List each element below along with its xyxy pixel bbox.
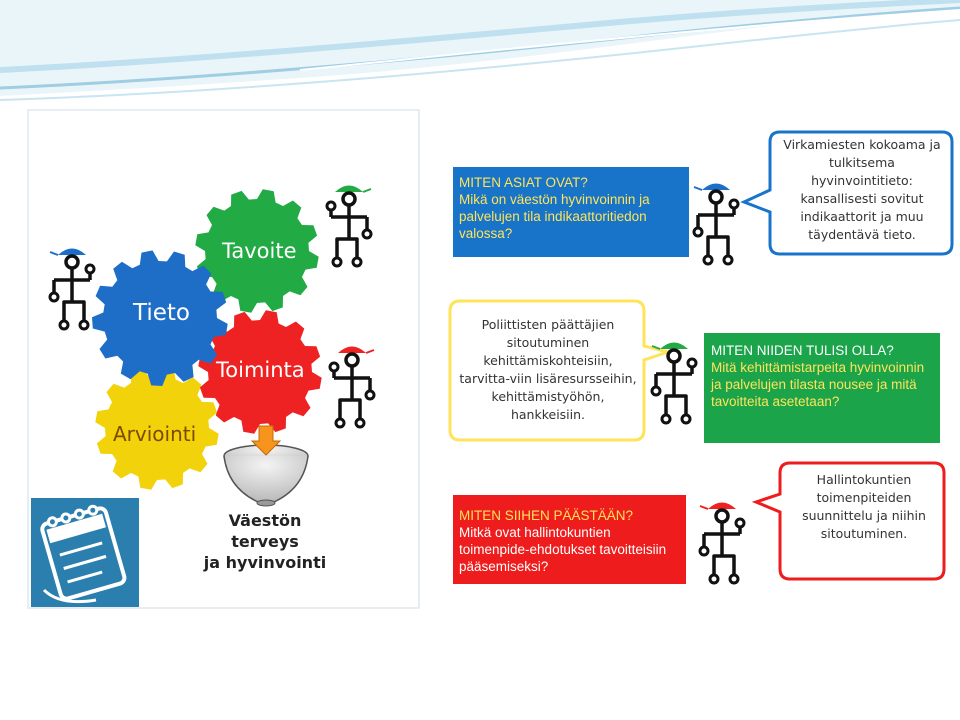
gear-label-arviointi: Arviointi bbox=[113, 422, 197, 446]
red-box-heading: MITEN SIIHEN PÄÄSTÄÄN? bbox=[459, 508, 634, 523]
top-wave-decoration bbox=[0, 0, 960, 101]
stick-figure-icon bbox=[48, 248, 96, 331]
funnel-icon bbox=[223, 444, 309, 507]
bubble-text-middle: Poliittisten päättäjien sitoutuminen keh… bbox=[459, 317, 637, 422]
red-question-box bbox=[453, 495, 686, 584]
green-question-box bbox=[704, 333, 940, 443]
arrow-down-icon bbox=[250, 425, 282, 456]
green-box-heading: MITEN NIIDEN TULISI OLLA? bbox=[711, 343, 894, 358]
gear-label-toiminta: Toiminta bbox=[216, 358, 305, 382]
blue-box-body: Mikä on väestön hyvinvoinnin ja palveluj… bbox=[459, 192, 650, 241]
stick-figure-icon bbox=[325, 185, 373, 268]
red-box-text: MITEN SIIHEN PÄÄSTÄÄN? Mitkä ovat hallin… bbox=[459, 507, 683, 575]
calendar-icon bbox=[31, 498, 139, 607]
stick-figure-icon bbox=[328, 346, 376, 429]
speech-bubble-bottom-right bbox=[751, 461, 946, 581]
gear-label-tieto: Tieto bbox=[133, 300, 190, 326]
gear-tieto bbox=[92, 250, 228, 386]
blue-box-text: MITEN ASIAT OVAT? Mikä on väestön hyvinv… bbox=[459, 174, 685, 242]
gear-tavoite bbox=[195, 189, 319, 313]
gear-arviointi bbox=[95, 366, 219, 490]
population-health-label: Väestön terveys ja hyvinvointi bbox=[203, 511, 327, 572]
blue-question-box bbox=[453, 167, 689, 257]
stick-figure-icon bbox=[692, 183, 740, 266]
stick-figure-icon bbox=[698, 502, 746, 585]
green-box-text: MITEN NIIDEN TULISI OLLA? Mitä kehittämi… bbox=[711, 342, 937, 410]
speech-bubble-middle bbox=[448, 299, 674, 442]
green-box-body: Mitä kehittämistarpeita hyvinvoinnin ja … bbox=[711, 360, 925, 409]
red-box-body: Mitkä ovat hallintokuntien toimenpide-eh… bbox=[459, 525, 667, 574]
bubble-text-top-right: Virkamiesten kokoama ja tulkitsema hyvin… bbox=[783, 137, 941, 242]
speech-bubble-top-right bbox=[740, 130, 954, 256]
gear-toiminta bbox=[198, 310, 322, 434]
bubble-text-bottom-right: Hallintokuntien toimenpiteiden suunnitte… bbox=[802, 472, 926, 541]
gear-label-tavoite: Tavoite bbox=[222, 239, 297, 263]
stick-figure-icon bbox=[650, 342, 698, 425]
blue-box-heading: MITEN ASIAT OVAT? bbox=[459, 175, 588, 190]
